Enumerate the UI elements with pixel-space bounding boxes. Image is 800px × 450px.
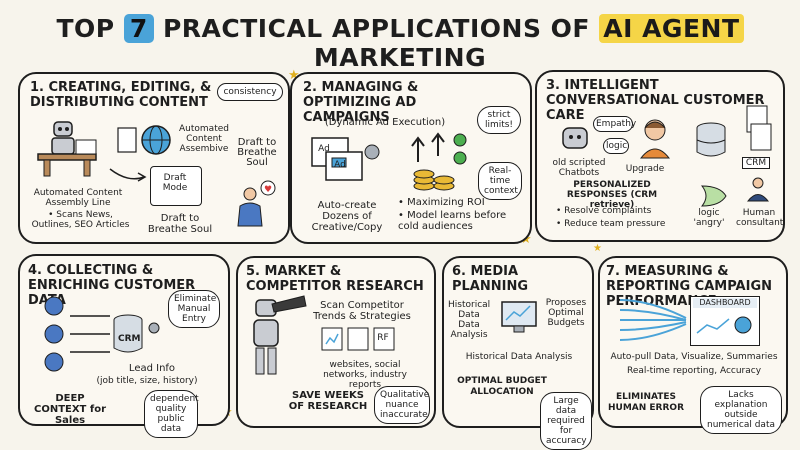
users-icon bbox=[44, 296, 64, 372]
large-data-bubble: Large data required for accuracy bbox=[540, 392, 592, 450]
optimal-budget-label: OPTIMAL BUDGET ALLOCATION bbox=[457, 376, 547, 397]
sources-label: websites, social networks, industry repo… bbox=[323, 360, 407, 390]
auto-create-label: Auto-create Dozens of Creative/Copy bbox=[311, 200, 383, 233]
model-learns-label: • Model learns before cold audiences bbox=[398, 210, 507, 232]
assembly-line-label: Automated Content Assembly Line bbox=[33, 188, 123, 208]
star-icon: ★ bbox=[288, 68, 300, 83]
panel-3-heading: 3. INTELLIGENT CONVERSATIONAL CUSTOMER C… bbox=[546, 78, 765, 123]
dependent-quality-bubble: dependent quality public data bbox=[144, 390, 199, 438]
crm-label: CRM bbox=[118, 334, 141, 344]
logic-gate-icon bbox=[700, 185, 727, 207]
eliminate-entry-bubble: Eliminate Manual Entry bbox=[168, 290, 220, 328]
realtime-reporting-label: Real-time reporting, Accuracy bbox=[626, 366, 762, 376]
proposes-label: Proposes Optimal Budgets bbox=[545, 298, 587, 328]
draft-mode-label: Draft Mode bbox=[162, 173, 188, 193]
lacks-explanation-bubble: Lacks explanation outside numerical data bbox=[700, 386, 782, 434]
historical-label: Historical Data Analysis bbox=[465, 352, 573, 362]
funnel-lines-icon bbox=[619, 299, 687, 341]
agent-headset-icon bbox=[639, 119, 671, 159]
panel-6-heading: 6. MEDIA PLANNING bbox=[452, 264, 529, 294]
draft-breathe-bottom: Draft to Breathe Soul bbox=[147, 213, 213, 235]
dynamic-ad-label: (Dynamic Ad Execution) bbox=[324, 117, 446, 128]
logic-bubble: logic bbox=[603, 138, 629, 154]
historical-small-label: Historical Data Data Analysis bbox=[448, 300, 491, 340]
reduce-label: • Reduce team pressure bbox=[556, 219, 666, 229]
panel-2-heading: 2. MANAGING & OPTIMIZING AD CAMPAIGNS bbox=[303, 80, 419, 125]
roi-label: • Maximizing ROI bbox=[398, 197, 485, 208]
dashboard-label: DASHBOARD bbox=[693, 298, 757, 308]
draft-mode-monitor: Draft Mode bbox=[150, 166, 202, 206]
autopull-label: Auto-pull Data, Visualize, Summaries bbox=[610, 352, 778, 362]
globe-icon bbox=[117, 125, 171, 155]
resolve-label: • Resolve complaints bbox=[556, 206, 652, 216]
reports-icon bbox=[321, 327, 395, 351]
svg-text:♥: ♥ bbox=[264, 185, 272, 195]
logic-angry-label: logic 'angry' bbox=[693, 208, 725, 228]
coins-chart-icon bbox=[411, 132, 467, 191]
title-middle: PRACTICAL APPLICATIONS OF bbox=[162, 14, 590, 43]
crm-label-care: CRM bbox=[742, 157, 770, 169]
human-consultant-label: Human consultant bbox=[736, 208, 784, 228]
automated-assembive-label: Automated Content Assembive bbox=[179, 124, 229, 154]
personalized-label: PERSONALIZED RESPONSES (CRM retrieve) bbox=[566, 180, 658, 210]
panel-5-heading: 5. MARKET & COMPETITOR RESEARCH bbox=[246, 264, 424, 294]
realtime-context-bubble: Real-time context bbox=[478, 162, 522, 200]
strict-limits-bubble: strict limits! bbox=[477, 106, 521, 134]
title-top: TOP bbox=[56, 14, 115, 43]
panel-7-heading: 7. MEASURING & REPORTING CAMPAIGN PERFOR… bbox=[606, 264, 772, 309]
star-icon: ★ bbox=[593, 243, 602, 254]
chatbot-icon bbox=[562, 127, 588, 149]
monitor-chart-icon bbox=[501, 301, 537, 333]
eliminates-error-label: ELIMINATES HUMAN ERROR bbox=[607, 392, 685, 413]
human-consultant-icon bbox=[746, 177, 770, 202]
title-end: MARKETING bbox=[313, 43, 487, 72]
scans-label: • Scans News, Outlines, SEO Articles bbox=[31, 210, 130, 230]
title-number: 7 bbox=[123, 14, 154, 43]
old-chatbots-label: old scripted Chatbots bbox=[552, 158, 606, 178]
robot-telescope-icon bbox=[253, 295, 307, 375]
crm-database-icon bbox=[70, 314, 160, 353]
lead-info-label: Lead Info bbox=[128, 363, 176, 374]
arrow-icon bbox=[109, 168, 147, 182]
scan-competitor-label: Scan Competitor Trends & Strategies bbox=[313, 300, 411, 322]
save-weeks-label: SAVE WEEKS OF RESEARCH bbox=[288, 390, 368, 412]
draft-breathe-top: Draft to Breathe Soul bbox=[237, 137, 277, 168]
ad-label-2: Ad bbox=[334, 160, 346, 170]
upgrade-label: Upgrade bbox=[625, 164, 665, 174]
ad-browser-icon bbox=[311, 137, 380, 181]
dashboard-panel: DASHBOARD bbox=[690, 296, 760, 346]
document-icon bbox=[746, 105, 772, 151]
deep-context-label: DEEP CONTEXT for Sales bbox=[33, 393, 107, 426]
empathy-bubble: Empathy bbox=[593, 116, 636, 132]
database-icon bbox=[696, 122, 726, 157]
panel-ad-campaigns bbox=[290, 72, 532, 244]
lead-detail-label: (job title, size, history) bbox=[96, 376, 198, 386]
title-highlight: AI AGENT bbox=[599, 14, 744, 43]
rf-label: RF bbox=[377, 333, 389, 343]
page-title: TOP 7 PRACTICAL APPLICATIONS OF AI AGENT… bbox=[0, 14, 800, 72]
qualitative-bubble: Qualitative nuance inaccurate bbox=[374, 386, 430, 424]
robot-desk-icon bbox=[37, 121, 97, 177]
panel-1-heading: 1. CREATING, EDITING, & DISTRIBUTING CON… bbox=[30, 80, 212, 110]
ad-label-1: Ad bbox=[318, 144, 330, 154]
dashboard-chart-icon bbox=[696, 316, 752, 334]
consistency-bubble: consistency bbox=[217, 83, 283, 101]
person-heart-icon: ♥ bbox=[237, 180, 276, 227]
